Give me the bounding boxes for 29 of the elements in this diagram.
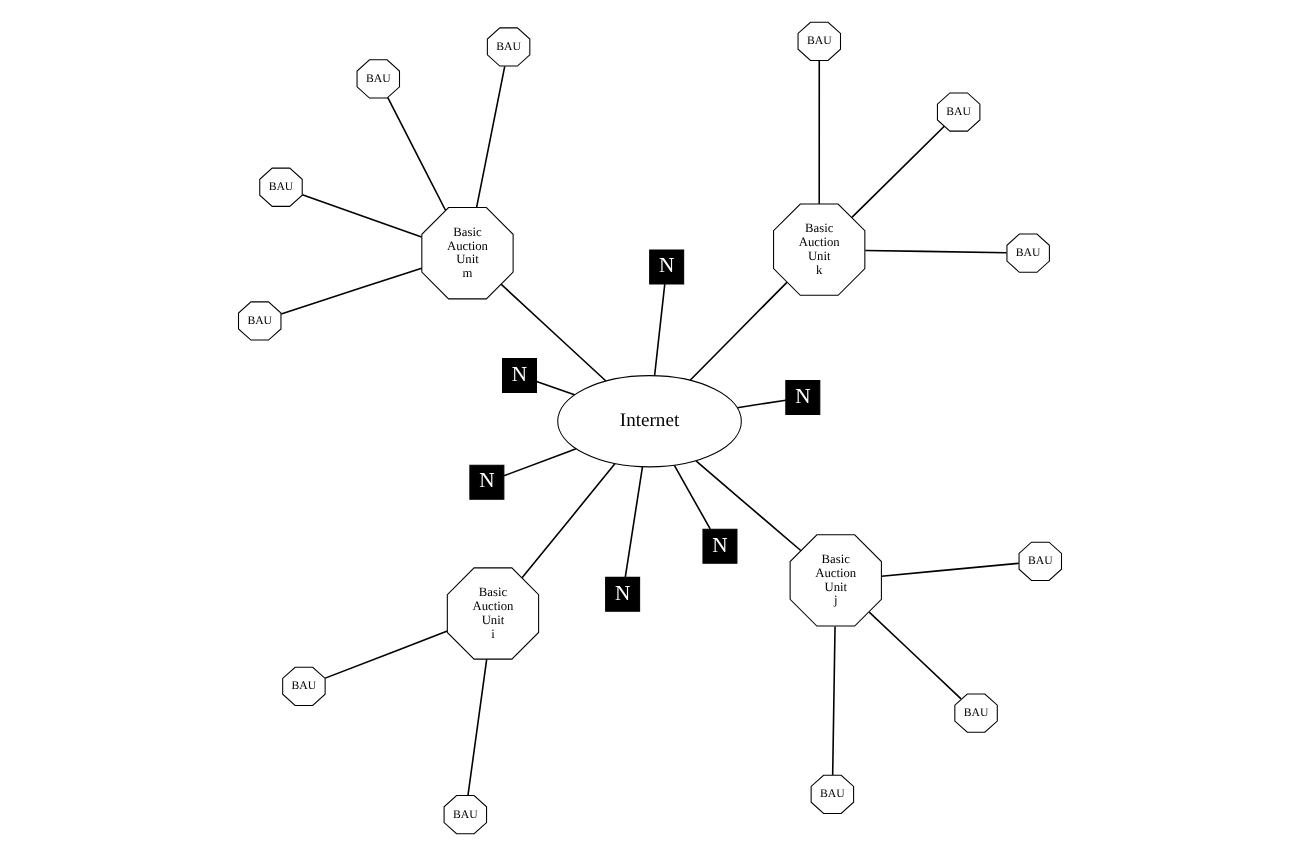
node-box: N: [501, 356, 536, 392]
node-ellipse: Internet: [556, 374, 741, 467]
connector: [623, 465, 643, 577]
node-box: N: [648, 248, 684, 284]
connector: [867, 610, 961, 699]
connector: [466, 657, 487, 796]
connector: [688, 280, 787, 380]
node-box: N: [468, 463, 504, 499]
node-box: N: [604, 575, 640, 611]
connector: [386, 95, 446, 211]
connector: [520, 462, 615, 578]
connector: [735, 398, 786, 408]
connector: [652, 282, 665, 376]
connector: [863, 248, 1007, 253]
connector: [694, 459, 801, 551]
connector: [830, 624, 835, 775]
connector: [534, 379, 575, 395]
connector: [672, 463, 710, 529]
connector: [499, 282, 606, 381]
connector: [817, 58, 820, 204]
connector: [502, 447, 576, 476]
connector: [879, 561, 1019, 576]
node-box: N: [784, 379, 820, 415]
connector: [474, 64, 505, 207]
connector: [323, 629, 448, 678]
connector: [300, 193, 422, 237]
connector: [279, 266, 422, 314]
connector: [850, 124, 945, 218]
node-box: N: [701, 527, 737, 563]
